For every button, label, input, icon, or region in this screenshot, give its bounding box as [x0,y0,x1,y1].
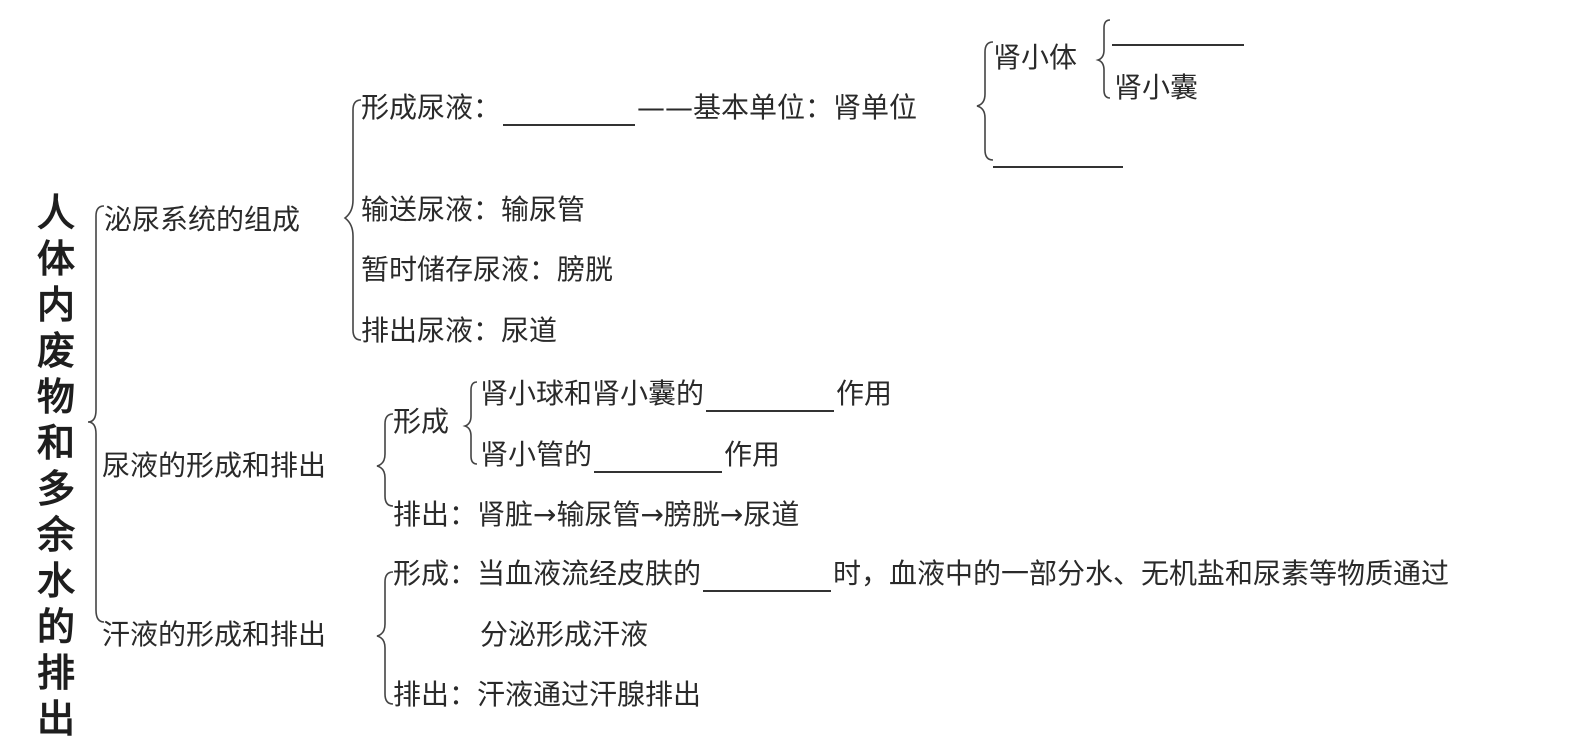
sweat-bracket [376,571,394,705]
urine-formation-sub-label: 形成 [393,405,450,438]
filtration-row: 肾小球和肾小囊的 作用 [480,376,892,412]
reabsorption-prefix: 肾小管的 [480,438,593,471]
filtration-blank[interactable] [706,384,835,412]
filtration-prefix: 肾小球和肾小囊的 [480,377,705,410]
discharge-urine-label: 排出尿液：尿道 [361,314,558,347]
renal-capsule-label: 肾小囊 [1114,71,1199,104]
sweat-formation-label: 汗液的形成和排出 [102,618,327,651]
reabsorption-suffix: 作用 [724,438,781,471]
renal-corpuscle-label: 肾小体 [993,41,1078,74]
filtration-suffix: 作用 [836,377,893,410]
sweat-formation-row: 形成：当血液流经皮肤的 时，血液中的一部分水、无机盐和尿素等物质通过 [393,556,1596,592]
basic-unit-text: ——基本单位：肾单位 [637,91,918,124]
form-urine-row: 形成尿液： ——基本单位：肾单位 [361,90,917,126]
kidney-blank[interactable] [503,98,636,126]
sweat-formation-suffix: 时，血液中的一部分水、无机盐和尿素等物质通过 [833,557,1450,590]
formation-bracket [462,381,478,465]
main-bracket [87,205,105,623]
renal-tubule-blank[interactable] [993,166,1123,168]
sweat-excretion-label: 排出：汗液通过汗腺排出 [393,678,702,711]
sweat-formation-line2: 分泌形成汗液 [480,618,649,651]
corpuscle-bracket [1095,19,1111,99]
urine-bracket [376,413,394,507]
reabsorption-blank[interactable] [594,445,723,473]
diagram-title: 人体内废物和多余水的排出 [36,190,75,741]
sweat-blank[interactable] [703,564,832,592]
urine-formation-label: 尿液的形成和排出 [102,449,327,482]
urinary-bracket [343,99,362,341]
store-urine-label: 暂时储存尿液：膀胱 [361,253,614,286]
nephron-bracket [976,41,994,161]
transport-urine-label: 输送尿液：输尿管 [361,193,586,226]
glomerulus-blank[interactable] [1112,44,1244,46]
sweat-formation-prefix: 形成：当血液流经皮肤的 [393,557,702,590]
urinary-system-label: 泌尿系统的组成 [104,203,301,236]
form-urine-label: 形成尿液： [361,91,502,124]
urine-excretion-path: 排出：肾脏→输尿管→膀胱→尿道 [393,498,800,531]
reabsorption-row: 肾小管的 作用 [480,437,780,473]
